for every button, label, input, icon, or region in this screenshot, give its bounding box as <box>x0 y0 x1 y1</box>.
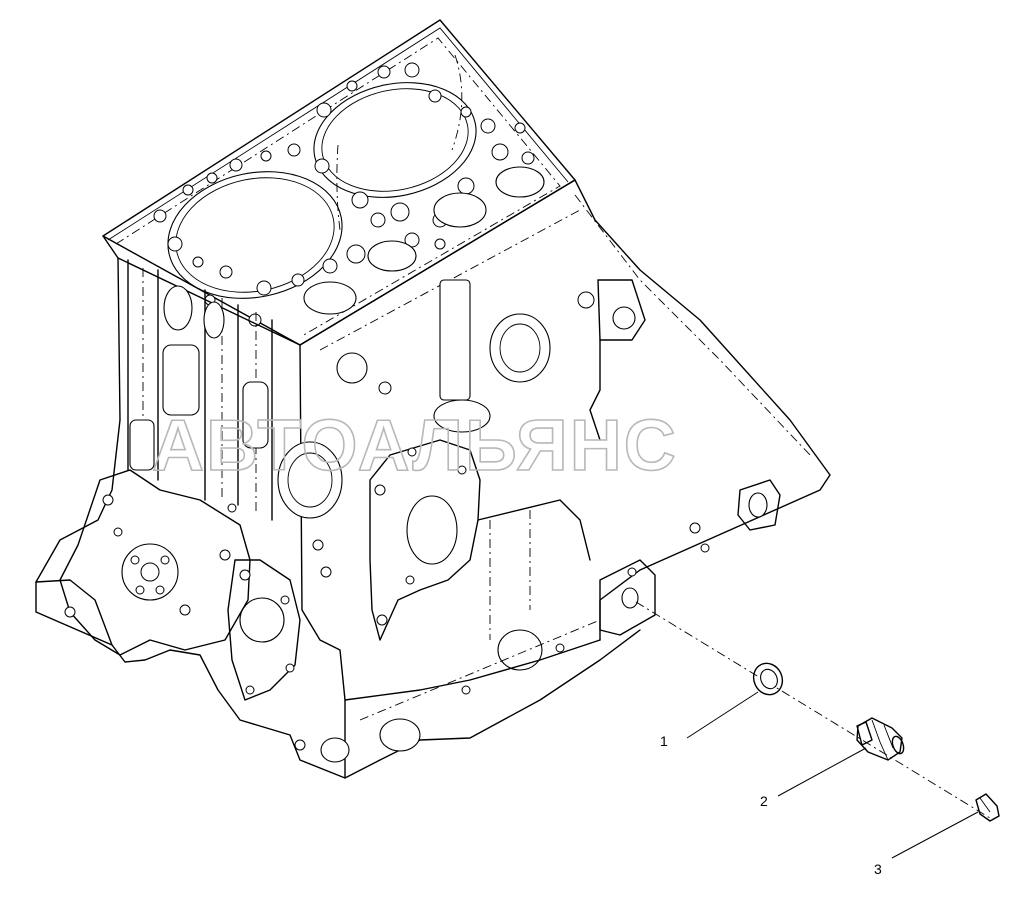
callout-3-label: 3 <box>874 861 882 877</box>
front-plate <box>59 469 251 656</box>
callout-2: 2 <box>760 747 867 809</box>
cylinder-bore-2 <box>313 82 477 198</box>
assembly-centerline <box>635 601 991 819</box>
engine-block <box>35 19 831 779</box>
watermark-text: АВТОАЛЬЯНС <box>152 406 678 486</box>
terminal-cap <box>975 793 1000 822</box>
sealing-washer <box>752 662 784 696</box>
front-ribs <box>127 259 273 521</box>
callout-2-label: 2 <box>760 793 768 809</box>
callout-3: 3 <box>874 811 979 877</box>
sensor-boss <box>599 559 656 636</box>
callout-1: 1 <box>660 691 759 749</box>
cylinder-bore-1 <box>167 171 343 299</box>
pressure-sender <box>856 717 905 761</box>
deck-holes <box>153 62 545 327</box>
sensor-port <box>621 587 639 609</box>
block-front-face <box>35 235 641 779</box>
side-flange <box>369 439 481 641</box>
callout-1-label: 1 <box>660 733 668 749</box>
